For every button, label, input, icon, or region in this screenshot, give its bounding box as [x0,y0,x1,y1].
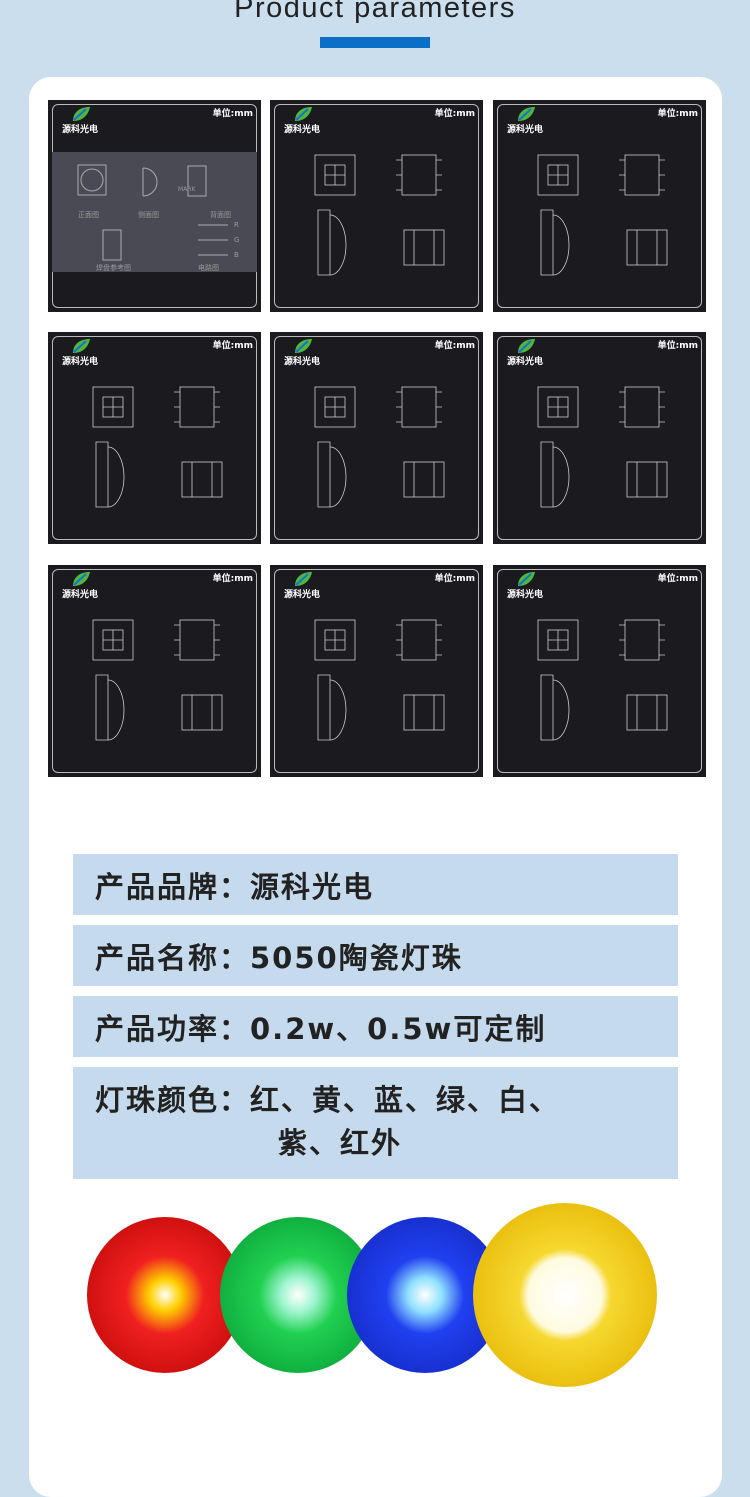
logo-icon [73,572,90,586]
unit-label: 单位:mm [657,109,698,119]
dimension-drawing: 源科光电 单位:mm [48,565,261,777]
dimension-drawing: 源科光电 单位:mm [493,332,706,544]
drawing-lines [537,154,668,276]
r-label: R [234,221,239,229]
unit-label: 单位:mm [212,109,253,119]
logo-icon [518,572,535,586]
param-text: 产品功率：0.2w、0.5w可定制 [95,1012,547,1046]
unit-label: 单位:mm [657,341,698,351]
param-text-2: 紫、红外 [278,1126,403,1160]
side-view-label: 侧面图 [138,211,159,219]
dimension-drawing: 源科光电 单位:mm [48,332,261,544]
param-color: 灯珠颜色：红、黄、蓝、绿、白、紫、红外 [73,1067,678,1179]
red-led [87,1217,243,1373]
param-text: 产品品牌：源科光电 [95,870,375,904]
logo-icon [73,339,90,353]
title-underline [320,37,430,48]
logo-icon [295,339,312,353]
drawing-lines [92,386,223,508]
param-text: 灯珠颜色：红、黄、蓝、绿、白、 [95,1083,561,1117]
logo-icon [518,339,535,353]
drawing-lines [537,619,668,741]
brand-logo-text: 源科光电 [284,357,321,367]
drawing-lines [92,619,223,741]
param-power: 产品功率：0.2w、0.5w可定制 [73,996,678,1057]
dimension-drawing: 源科光电 单位:mm [270,565,483,777]
param-brand: 产品品牌：源科光电 [73,854,678,915]
led-photo [87,1203,657,1387]
brand-logo-text: 源科光电 [507,357,544,367]
circuit-label: 电路图 [198,264,219,272]
unit-label: 单位:mm [434,109,475,119]
brand-logo-text: 源科光电 [284,590,321,600]
g-label: G [234,236,240,244]
logo-icon [73,107,90,121]
unit-label: 单位:mm [212,574,253,584]
drawing-lines [537,386,668,508]
logo-icon [518,107,535,121]
back-view-label: 背面图 [210,211,231,219]
dimension-drawing: 源科光电 单位:mm [270,332,483,544]
unit-label: 单位:mm [212,341,253,351]
brand-logo-text: 源科光电 [507,590,544,600]
mark-label: MARK [178,186,196,193]
drawing-panel [52,152,257,272]
dimension-drawing: 源科光电 单位:mm [493,565,706,777]
drawing-lines [314,386,445,508]
brand-logo-text: 源科光电 [62,590,99,600]
green-led [220,1217,376,1373]
dimension-drawing: 源科光电 单位:mm [493,100,706,312]
logo-icon [295,572,312,586]
drawing-lines [314,154,445,276]
drawing-lines [314,619,445,741]
section-title: Product parameters [234,0,516,24]
unit-label: 单位:mm [434,341,475,351]
b-label: B [234,251,239,259]
brand-logo-text: 源科光电 [507,125,544,135]
param-text: 产品名称：5050陶瓷灯珠 [95,941,463,975]
unit-label: 单位:mm [657,574,698,584]
logo-icon [295,107,312,121]
front-view-label: 正面图 [78,211,99,219]
blue-led [347,1217,503,1373]
brand-logo-text: 源科光电 [62,125,99,135]
drawing-lines [77,164,228,261]
unit-label: 单位:mm [434,574,475,584]
pad-view-label: 焊盘参考图 [96,264,131,272]
yellow-led [473,1203,657,1387]
param-name: 产品名称：5050陶瓷灯珠 [73,925,678,986]
brand-logo-text: 源科光电 [284,125,321,135]
dimension-drawing: 源科光电 单位:mm [270,100,483,312]
brand-logo-text: 源科光电 [62,357,99,367]
